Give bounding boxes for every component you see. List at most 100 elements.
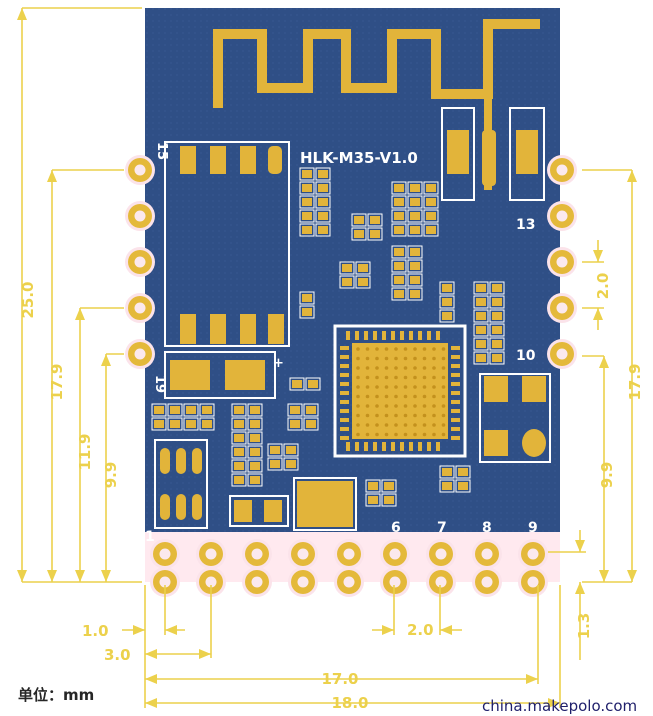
ic-thermal-via xyxy=(403,423,408,427)
ic-pin xyxy=(340,382,349,386)
ic-pin xyxy=(436,331,440,340)
pin-label-6: 6 xyxy=(391,520,401,536)
smd-outline xyxy=(231,417,247,431)
ic-pin xyxy=(400,331,404,340)
ic-thermal-via xyxy=(441,385,446,389)
ic-pin xyxy=(451,418,460,422)
smd-pad xyxy=(250,420,260,428)
smd-outline xyxy=(231,403,247,417)
smd-outline xyxy=(247,473,263,487)
ic-pin xyxy=(451,400,460,404)
smd-outline xyxy=(305,377,321,391)
ic-thermal-via xyxy=(413,385,417,389)
ic-thermal-via xyxy=(356,375,360,380)
ic-thermal-via xyxy=(422,423,427,427)
ic-pin xyxy=(391,331,395,340)
smd-outline xyxy=(183,403,199,417)
smd-outline xyxy=(231,459,247,473)
dim-label-9-9-right: 9.9 xyxy=(598,462,616,489)
ic-thermal-via xyxy=(441,404,446,408)
smd-pad xyxy=(154,406,164,414)
ic-thermal-via xyxy=(422,413,427,418)
smd-pad xyxy=(410,198,420,206)
pin-label-10: 10 xyxy=(516,348,536,364)
smd-outline xyxy=(381,493,397,507)
ic-pin xyxy=(373,331,377,340)
smd-pad xyxy=(302,198,312,206)
ic-thermal-via xyxy=(365,366,370,370)
ic-thermal-via xyxy=(432,347,436,351)
ic-thermal-via xyxy=(441,366,446,370)
ic-thermal-via xyxy=(413,375,417,380)
smd-pad xyxy=(290,406,300,414)
smd-outline xyxy=(315,223,331,237)
capacitor-outline xyxy=(164,351,276,399)
smd-pad xyxy=(186,420,196,428)
smd-pad xyxy=(250,434,260,442)
smd-outline xyxy=(299,167,315,181)
smd-pad xyxy=(302,184,312,192)
ic-thermal-via xyxy=(413,347,417,351)
ic-thermal-via xyxy=(413,356,417,361)
smd-outline xyxy=(315,167,331,181)
smd-pad xyxy=(458,482,468,490)
smd-pad xyxy=(302,226,312,234)
smd-pad xyxy=(476,354,486,362)
ic-thermal-via xyxy=(441,347,446,351)
bottom-pin-pad-top-hole xyxy=(481,548,493,560)
smd-outline xyxy=(407,223,423,237)
inductor-outline xyxy=(293,477,357,531)
watermark: china.makepolo.com xyxy=(482,697,638,715)
smd-outline xyxy=(473,281,489,295)
smd-outline xyxy=(247,445,263,459)
dim-label-2-0-bottom: 2.0 xyxy=(407,621,434,639)
smd-pad xyxy=(318,226,328,234)
smd-pad xyxy=(394,248,404,256)
crystal-pad xyxy=(484,430,508,456)
pin-pads xyxy=(125,155,577,597)
smd-pad xyxy=(234,434,244,442)
ic-thermal-via xyxy=(432,404,436,408)
ic-thermal-via xyxy=(441,423,446,427)
ic-thermal-via xyxy=(365,356,370,361)
right-pin-pad-hole xyxy=(556,302,568,314)
ic-thermal-via xyxy=(403,432,408,437)
main-ic xyxy=(333,324,467,458)
smd-outline xyxy=(489,295,505,309)
smd-outline xyxy=(151,417,167,431)
smd-outline xyxy=(303,417,319,431)
ic-thermal-via xyxy=(384,423,389,427)
smd-pad xyxy=(342,264,352,272)
smd-pad xyxy=(290,420,300,428)
smd-pad xyxy=(426,198,436,206)
antenna-matching-left xyxy=(441,107,475,201)
ic-pin xyxy=(382,331,386,340)
smd-pad xyxy=(442,284,452,292)
smd-pad xyxy=(306,406,316,414)
ic-thermal-via xyxy=(375,385,379,389)
smd-pad xyxy=(302,308,312,316)
smd-pad xyxy=(458,468,468,476)
smd-outline xyxy=(391,181,407,195)
crystal-pad xyxy=(522,429,546,457)
ic-thermal-via xyxy=(432,432,436,437)
bottom-pin-pad-top-hole xyxy=(435,548,447,560)
ic-thermal-via xyxy=(394,423,398,427)
ic-thermal-via xyxy=(394,432,398,437)
smd-outline xyxy=(367,213,383,227)
smd-outline xyxy=(247,459,263,473)
ic-pin xyxy=(427,331,431,340)
smd-outline xyxy=(391,209,407,223)
smd-pad xyxy=(384,482,394,490)
smd-pad xyxy=(492,298,502,306)
ic-thermal-via xyxy=(432,394,436,399)
smd-outline xyxy=(381,479,397,493)
smd-pad xyxy=(368,482,378,490)
smd-pad xyxy=(410,248,420,256)
smd-pad xyxy=(306,420,316,428)
ic-pin xyxy=(364,442,368,451)
smd-outline xyxy=(231,445,247,459)
ic-thermal-via xyxy=(413,366,417,370)
ic-pin xyxy=(451,355,460,359)
